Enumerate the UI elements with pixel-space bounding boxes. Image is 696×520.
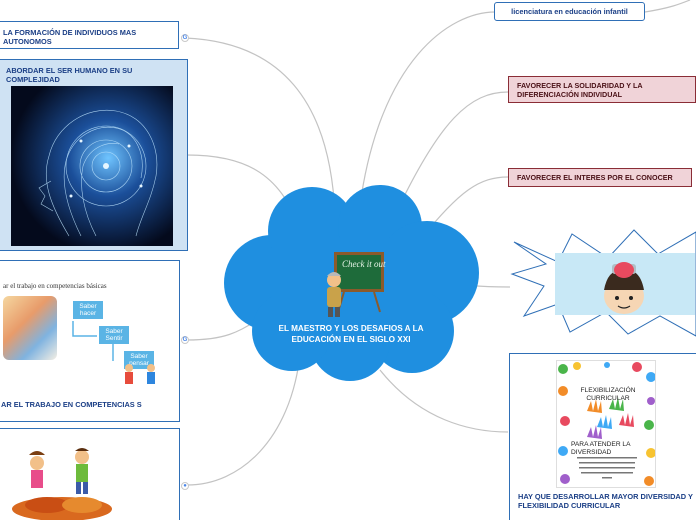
step-saber-hacer: Saber hacer — [73, 301, 103, 319]
topic-label: FAVORECER EL INTERES POR EL CONOCER — [517, 173, 673, 182]
google-icon[interactable]: G — [181, 336, 189, 344]
topic-label: AR EL TRABAJO EN COMPETENCIAS S — [1, 400, 142, 409]
google-icon[interactable]: G — [181, 34, 189, 42]
step-saber-sentir: Saber Sentir — [99, 326, 129, 344]
cover-title: FLEXIBILIZACIÓN CURRICULAR — [580, 387, 636, 402]
competencies-image: ar el trabajo en competencias básicas Sa… — [1, 266, 173, 394]
topic-solidarity[interactable]: FAVORECER LA SOLIDARIDAD Y LA DIFERENCIA… — [508, 76, 696, 103]
arrows-icon — [72, 321, 114, 361]
image-title: ar el trabajo en competencias básicas — [3, 282, 107, 290]
thinking-boy-icon — [604, 262, 644, 314]
cover-subtitle: PARA ATENDER LA DIVERSIDAD — [571, 441, 631, 456]
curricular-cover-image: FLEXIBILIZACIÓN CURRICULAR PARA ATENDER … — [556, 360, 656, 488]
central-topic-title[interactable]: EL MAESTRO Y LOS DESAFIOS A LA EDUCACIÓN… — [278, 324, 424, 344]
topic-autonomous-individuals[interactable]: LA FORMACIÓN DE INDIVIDUOS MAS AUTONOMOS — [0, 21, 179, 49]
children-leaves-image — [12, 448, 112, 520]
teacher-chalkboard-icon: Check it out — [327, 252, 386, 317]
globe-icon[interactable]: ● — [181, 482, 189, 490]
classroom-photo — [3, 296, 57, 360]
topic-label: HAY QUE DESARROLLAR MAYOR DIVERSIDAD Y F… — [518, 492, 693, 510]
painted-hands-icon — [587, 397, 634, 439]
topic-competency-work[interactable]: ar el trabajo en competencias básicas Sa… — [0, 260, 180, 422]
topic-label: licenciatura en educación infantil — [511, 7, 628, 16]
topic-curricular-flexibility[interactable]: FLEXIBILIZACIÓN CURRICULAR PARA ATENDER … — [509, 353, 696, 520]
topic-interest-knowledge[interactable]: FAVORECER EL INTERES POR EL CONOCER — [508, 168, 692, 187]
topic-human-complexity[interactable]: ABORDAR EL SER HUMANO EN SU COMPLEJIDAD — [0, 59, 188, 251]
chalkboard-text: Check it out — [342, 259, 386, 269]
topic-label: ABORDAR EL SER HUMANO EN SU COMPLEJIDAD — [6, 66, 133, 84]
topic-label: FAVORECER LA SOLIDARIDAD Y LA DIFERENCIA… — [517, 81, 643, 99]
colorful-dots-pattern — [558, 362, 655, 486]
digital-head-image — [11, 86, 173, 246]
topic-brain-burst[interactable] — [510, 228, 696, 338]
topic-children-leaves[interactable] — [0, 428, 180, 520]
topic-licenciatura[interactable]: licenciatura en educación infantil — [494, 2, 645, 21]
children-icon — [125, 364, 155, 384]
step-saber-pensar: Saber pensar — [124, 351, 154, 369]
topic-label: LA FORMACIÓN DE INDIVIDUOS MAS AUTONOMOS — [3, 28, 137, 46]
